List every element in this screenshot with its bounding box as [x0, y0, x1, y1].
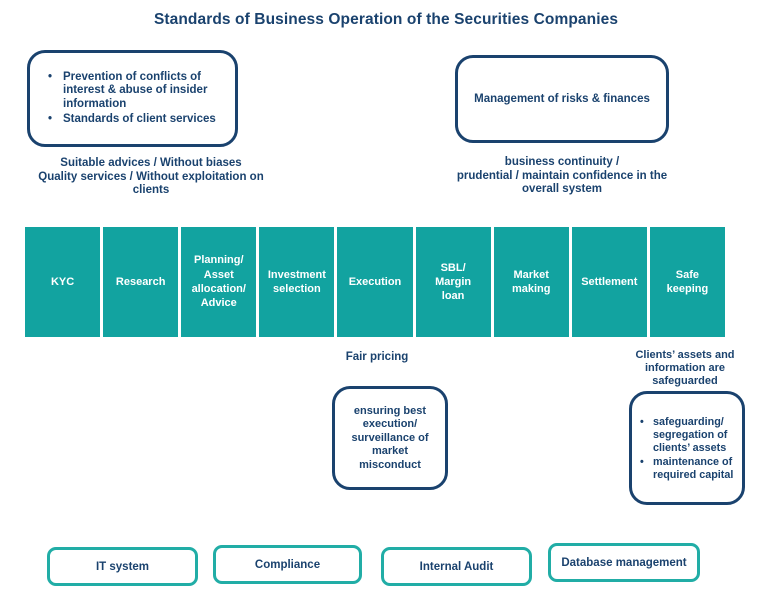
safeguard-list: • safeguarding/ segregation of clients’ …	[640, 416, 738, 482]
bar-segment-research: Research	[103, 227, 179, 337]
conflicts-standards-box: • Prevention of conflicts of interest & …	[27, 50, 238, 147]
conflicts-standards-list: • Prevention of conflicts of interest & …	[48, 71, 216, 126]
list-item: • Prevention of conflicts of interest & …	[48, 71, 216, 112]
list-item-text: maintenance of required capital	[653, 455, 734, 481]
risk-finance-box: Management of risks & finances	[455, 55, 669, 143]
list-item-text: Prevention of conflicts of interest & ab…	[63, 70, 208, 110]
process-bar: KYC Research Planning/ Asset allocation/…	[25, 227, 725, 337]
bullet-icon: •	[48, 70, 53, 83]
bar-segment-sbl-margin-loan: SBL/ Margin loan	[415, 227, 491, 337]
fair-pricing-caption: Fair pricing	[345, 351, 409, 363]
left-caption: Suitable advices / Without biases Qualit…	[38, 157, 264, 197]
list-item: • safeguarding/ segregation of clients’ …	[640, 416, 738, 455]
database-management-box: Database management	[548, 543, 700, 582]
risk-finance-label: Management of risks & finances	[474, 93, 650, 105]
bar-segment-safe-keeping: Safe keeping	[649, 227, 725, 337]
bullet-icon: •	[640, 455, 644, 468]
list-item-text: Standards of client services	[63, 112, 216, 125]
bar-segment-investment-selection: Investment selection	[259, 227, 335, 337]
internal-audit-box: Internal Audit	[381, 547, 532, 586]
list-item-text: safeguarding/ segregation of clients’ as…	[653, 416, 728, 454]
bar-segment-market-making: Market making	[493, 227, 569, 337]
bar-segment-execution: Execution	[337, 227, 413, 337]
best-execution-box: ensuring best execution/ surveillance of…	[332, 386, 448, 490]
list-item: • Standards of client services	[48, 113, 216, 127]
bullet-icon: •	[48, 112, 53, 125]
it-system-label: IT system	[95, 560, 150, 573]
bar-segment-planning: Planning/ Asset allocation/ Advice	[181, 227, 257, 337]
safeguard-caption: Clients’ assets and information are safe…	[635, 349, 735, 387]
bar-segment-settlement: Settlement	[571, 227, 647, 337]
bar-segment-kyc: KYC	[25, 227, 101, 337]
compliance-box: Compliance	[213, 545, 362, 584]
list-item: • maintenance of required capital	[640, 456, 738, 482]
page-title: Standards of Business Operation of the S…	[153, 11, 619, 28]
compliance-label: Compliance	[254, 558, 321, 571]
right-caption: business continuity / prudential / maint…	[456, 156, 668, 196]
best-execution-label: ensuring best execution/ surveillance of…	[351, 405, 429, 471]
safeguard-box: • safeguarding/ segregation of clients’ …	[629, 391, 745, 505]
bullet-icon: •	[640, 416, 644, 428]
internal-audit-label: Internal Audit	[419, 560, 494, 573]
database-management-label: Database management	[561, 556, 687, 569]
it-system-box: IT system	[47, 547, 198, 586]
